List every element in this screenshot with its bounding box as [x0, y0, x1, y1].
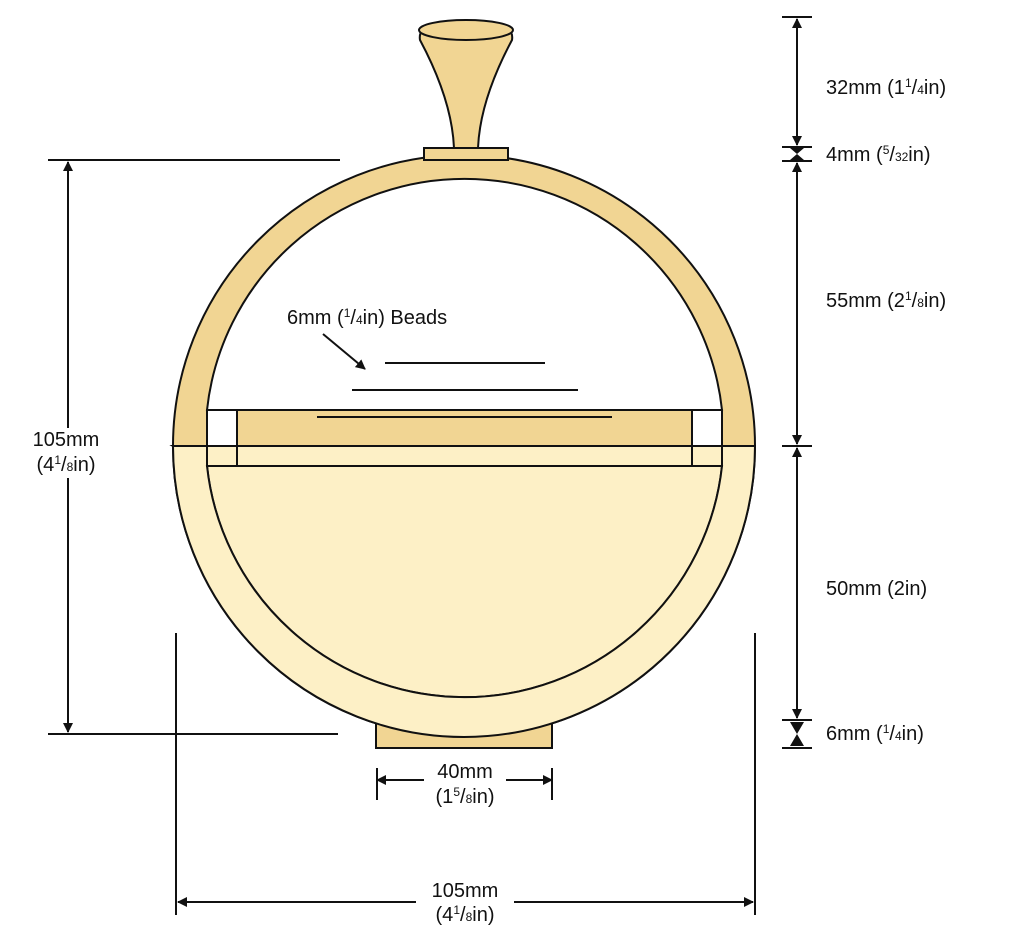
label-lower-height: 50mm (2in)	[826, 578, 927, 600]
dim-collar-height	[790, 148, 804, 160]
upper-hemisphere	[171, 154, 757, 447]
label-sphere-height-in: (41/8in)	[37, 453, 96, 476]
label-base-width-mm: 40mm	[437, 761, 493, 783]
lower-hemisphere	[169, 445, 757, 738]
label-knob-height: 32mm (11/4in)	[826, 76, 946, 99]
label-sphere-width-in: (41/8in)	[436, 903, 495, 926]
label-collar-height: 4mm (5/32in)	[826, 143, 931, 166]
lower-ring-band	[171, 445, 757, 738]
label-base-width-in: (15/8in)	[436, 785, 495, 808]
label-sphere-height-mm: 105mm	[33, 429, 100, 451]
beads-pointer-arrow	[322, 333, 366, 370]
dim-base-height	[790, 722, 804, 746]
label-upper-height: 55mm (21/8in)	[826, 289, 946, 312]
knob-top	[418, 19, 514, 41]
label-sphere-width-mm: 105mm	[432, 880, 499, 902]
label-base-height: 6mm (1/4in)	[826, 722, 924, 745]
top-collar	[423, 147, 509, 161]
label-beads: 6mm (1/4in) Beads	[287, 306, 447, 329]
